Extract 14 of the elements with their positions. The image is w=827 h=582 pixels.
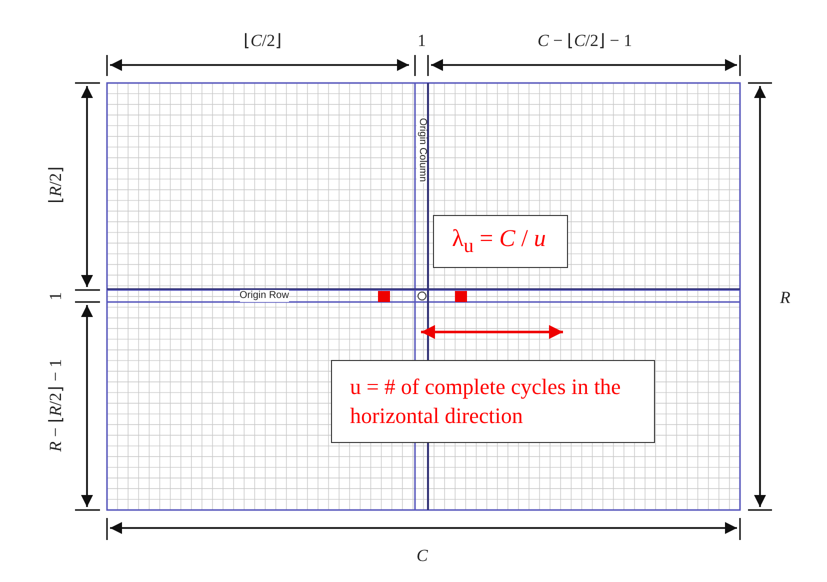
axis-label: Origin Row: [240, 290, 289, 302]
axis-label: Origin Column: [417, 117, 427, 183]
dimension-label: 1: [418, 32, 426, 48]
dimension-label: R − ⌊R/2⌋ − 1: [46, 358, 64, 452]
dimension-label: C − ⌊C/2⌋ − 1: [538, 32, 632, 48]
dimension-label: C: [416, 546, 428, 564]
dimension-label: ⌊C/2⌋: [244, 32, 282, 48]
dimension-label: ⌊R/2⌋: [46, 166, 64, 204]
dimension-label: 1: [46, 292, 64, 300]
text-box: [433, 215, 568, 268]
text-box: [331, 360, 655, 443]
box-text: u = # of complete cycles in the horizontal direction: [350, 372, 622, 430]
dimension-label: R: [780, 288, 790, 306]
box-text: λ$_{u}$ = C / u: [452, 225, 546, 259]
